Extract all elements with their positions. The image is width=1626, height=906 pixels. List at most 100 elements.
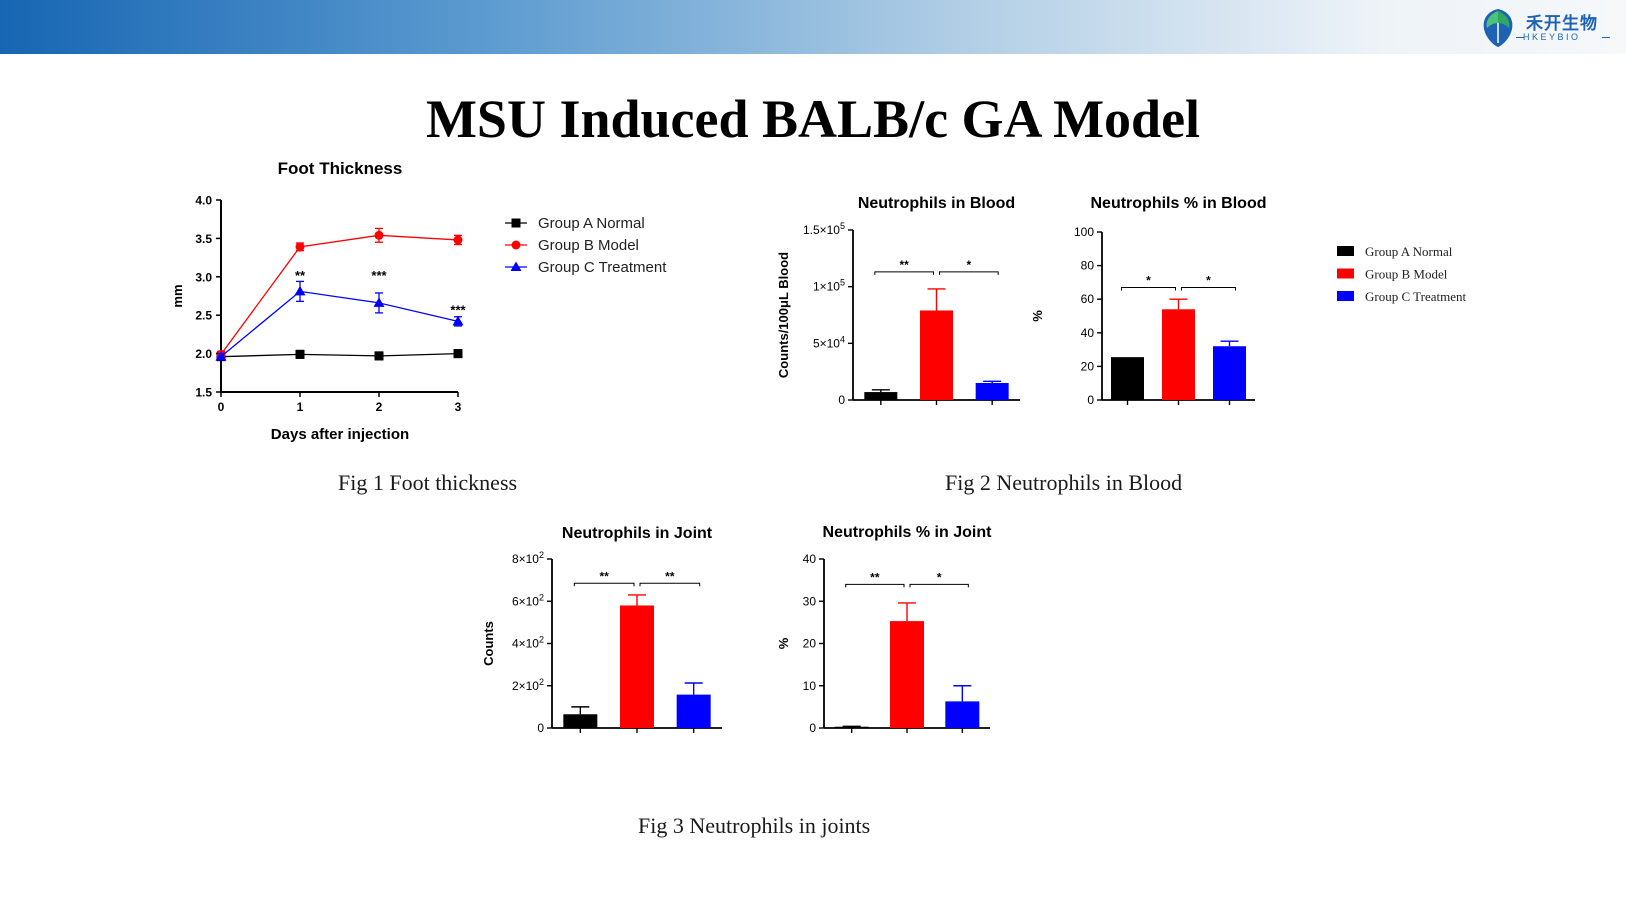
y-tick-label: 80 bbox=[1081, 259, 1095, 273]
y-axis-label: Counts/100μL Blood bbox=[776, 252, 791, 378]
bar-group-b-model bbox=[920, 310, 953, 400]
y-axis-label: % bbox=[1030, 310, 1045, 322]
y-axis-label: % bbox=[776, 637, 791, 649]
y-tick-label: 20 bbox=[1081, 359, 1095, 373]
legend-swatch bbox=[1337, 268, 1354, 279]
page-title: MSU Induced BALB/c GA Model bbox=[425, 89, 1201, 149]
chart-title: Neutrophils in Joint bbox=[562, 525, 713, 542]
legend-swatch bbox=[1337, 291, 1354, 301]
bar-group-c-treatment bbox=[1213, 346, 1246, 400]
bar-group-c-treatment bbox=[975, 383, 1009, 400]
legend-label: Group B Model bbox=[1365, 267, 1448, 282]
logo-text-chinese: 禾开生物 bbox=[1526, 14, 1598, 34]
significance-label: ** bbox=[665, 569, 675, 583]
significance-label: *** bbox=[450, 302, 466, 317]
significance-label: * bbox=[1146, 273, 1151, 287]
significance-bracket bbox=[639, 582, 701, 587]
significance-label: * bbox=[966, 258, 971, 272]
data-point bbox=[453, 349, 463, 359]
neutrophils-blood-chart: Neutrophils in Blood05×1041×1051.5×105Co… bbox=[776, 195, 1020, 407]
fig2-caption: Fig 2 Neutrophils in Blood bbox=[945, 470, 1183, 495]
significance-bracket bbox=[573, 582, 635, 587]
y-tick-label: 2.0 bbox=[195, 347, 212, 361]
legend-marker bbox=[510, 261, 522, 271]
y-tick-label: 6×102 bbox=[512, 592, 544, 608]
legend-label: Group A Normal bbox=[538, 215, 645, 232]
significance-label: * bbox=[937, 570, 942, 584]
y-tick-label: 40 bbox=[1081, 326, 1095, 340]
y-tick-label: 0 bbox=[838, 393, 845, 407]
fig1-caption: Fig 1 Foot thickness bbox=[338, 470, 518, 495]
x-tick-label: 3 bbox=[455, 400, 462, 414]
significance-bracket bbox=[845, 583, 905, 588]
x-tick-label: 1 bbox=[297, 400, 304, 414]
y-tick-label: 4.0 bbox=[195, 194, 212, 208]
y-tick-label: 0 bbox=[537, 721, 544, 735]
y-tick-label: 0 bbox=[1087, 393, 1094, 407]
chart-title: Foot Thickness bbox=[278, 159, 403, 178]
significance-label: *** bbox=[371, 268, 387, 283]
neutrophils-joint-chart: Neutrophils in Joint02×1024×1026×1028×10… bbox=[481, 525, 722, 735]
y-tick-label: 1.5×105 bbox=[803, 221, 845, 237]
bar-group-a-normal bbox=[864, 392, 898, 400]
y-axis-label: mm bbox=[170, 284, 185, 307]
y-tick-label: 2.5 bbox=[195, 309, 212, 323]
data-point bbox=[215, 351, 227, 361]
x-tick-label: 0 bbox=[218, 400, 225, 414]
y-tick-label: 1.5 bbox=[195, 386, 212, 400]
legend-label: Group A Normal bbox=[1365, 244, 1453, 259]
data-point bbox=[374, 351, 384, 361]
data-point bbox=[294, 285, 306, 296]
y-tick-label: 3.5 bbox=[195, 232, 212, 246]
y-tick-label: 100 bbox=[1074, 225, 1094, 239]
bar-group-b-model bbox=[1162, 309, 1195, 400]
y-tick-label: 20 bbox=[803, 637, 817, 651]
y-tick-label: 40 bbox=[803, 552, 817, 566]
significance-bracket bbox=[909, 583, 969, 588]
bar-group-b-model bbox=[620, 605, 654, 728]
data-point bbox=[453, 235, 463, 245]
legend-label: Group C Treatment bbox=[538, 259, 667, 276]
y-tick-label: 0 bbox=[809, 721, 816, 735]
significance-bracket bbox=[1121, 286, 1176, 291]
data-point bbox=[452, 315, 464, 326]
legend-label: Group B Model bbox=[538, 237, 639, 254]
legend-marker bbox=[511, 240, 521, 250]
legend-label: Group C Treatment bbox=[1365, 289, 1467, 304]
legend-marker bbox=[511, 218, 521, 228]
bar-group-c-treatment bbox=[945, 701, 980, 728]
y-tick-label: 10 bbox=[803, 679, 817, 693]
legend-swatch bbox=[1337, 246, 1354, 256]
y-tick-label: 3.0 bbox=[195, 270, 212, 284]
bar-group-c-treatment bbox=[676, 694, 711, 728]
bar-group-a-normal bbox=[834, 726, 869, 728]
fig3-caption: Fig 3 Neutrophils in joints bbox=[638, 813, 871, 838]
y-tick-label: 8×102 bbox=[512, 550, 544, 566]
x-tick-label: 2 bbox=[376, 400, 383, 414]
logo-divider-left bbox=[1516, 37, 1524, 38]
chart-title: Neutrophils % in Blood bbox=[1091, 195, 1267, 212]
significance-bracket bbox=[874, 271, 934, 275]
y-axis-label: Counts bbox=[481, 621, 496, 666]
y-tick-label: 30 bbox=[803, 594, 817, 608]
data-point bbox=[374, 230, 384, 240]
logo-divider-right bbox=[1602, 37, 1610, 38]
significance-label: ** bbox=[899, 258, 909, 272]
chart-title: Neutrophils in Blood bbox=[858, 195, 1015, 212]
significance-bracket bbox=[939, 271, 999, 275]
logo-text-english: HKEYBIO bbox=[1523, 32, 1581, 42]
significance-bracket bbox=[1181, 286, 1236, 291]
company-logo: 禾开生物 HKEYBIO bbox=[1476, 5, 1612, 49]
significance-label: ** bbox=[295, 268, 306, 283]
y-tick-label: 2×102 bbox=[512, 677, 544, 693]
data-point bbox=[295, 349, 305, 359]
y-tick-label: 60 bbox=[1081, 292, 1095, 306]
bar-group-a-normal bbox=[563, 714, 598, 728]
series-line bbox=[220, 352, 459, 358]
bar-group-b-model bbox=[890, 621, 924, 728]
significance-label: ** bbox=[870, 570, 880, 584]
header-banner bbox=[0, 0, 1626, 54]
